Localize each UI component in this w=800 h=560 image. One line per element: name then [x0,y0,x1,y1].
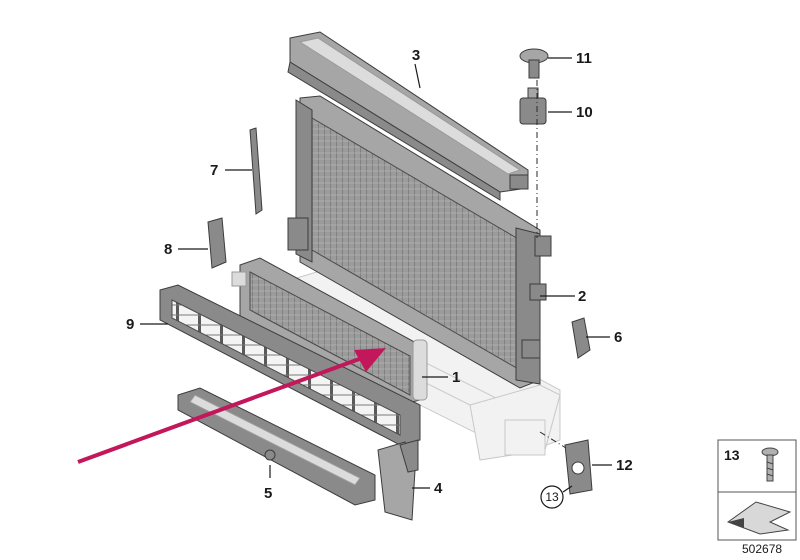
callout-13-circled: 13 [540,485,573,509]
upper-air-duct [287,31,529,201]
callout-12: 12 [616,457,633,474]
return-arrow-icon [726,501,792,535]
air-guide-grille [159,284,421,446]
callout-3: 3 [412,47,420,64]
side-seal-7 [249,127,263,215]
callout-9: 9 [126,316,134,333]
callout-10: 10 [576,104,593,121]
callout-8: 8 [164,241,172,258]
callout-4: 4 [434,480,443,497]
document-number: 502678 [742,542,782,556]
callout-7: 7 [210,162,218,179]
callout-1: 1 [452,369,460,386]
lower-air-guide [177,387,376,506]
bracket-12 [564,439,593,495]
bracket-6 [571,317,591,359]
radiator [287,95,552,389]
legend-item-number: 13 [724,447,740,463]
damping-element [519,87,547,125]
expanding-rivet [519,48,549,79]
callout-5: 5 [264,485,272,502]
leader-lines [140,57,612,489]
legend-box: 13 [717,439,797,541]
callout-6: 6 [614,329,622,346]
side-air-deflector [377,439,419,521]
mounting-axis-12 [539,431,567,449]
callout-11: 11 [576,50,592,67]
screw-icon [761,447,779,482]
svg-text:13: 13 [545,490,559,504]
highlight-arrow [77,348,386,464]
callout-2: 2 [578,288,586,305]
holder-8 [207,217,227,269]
